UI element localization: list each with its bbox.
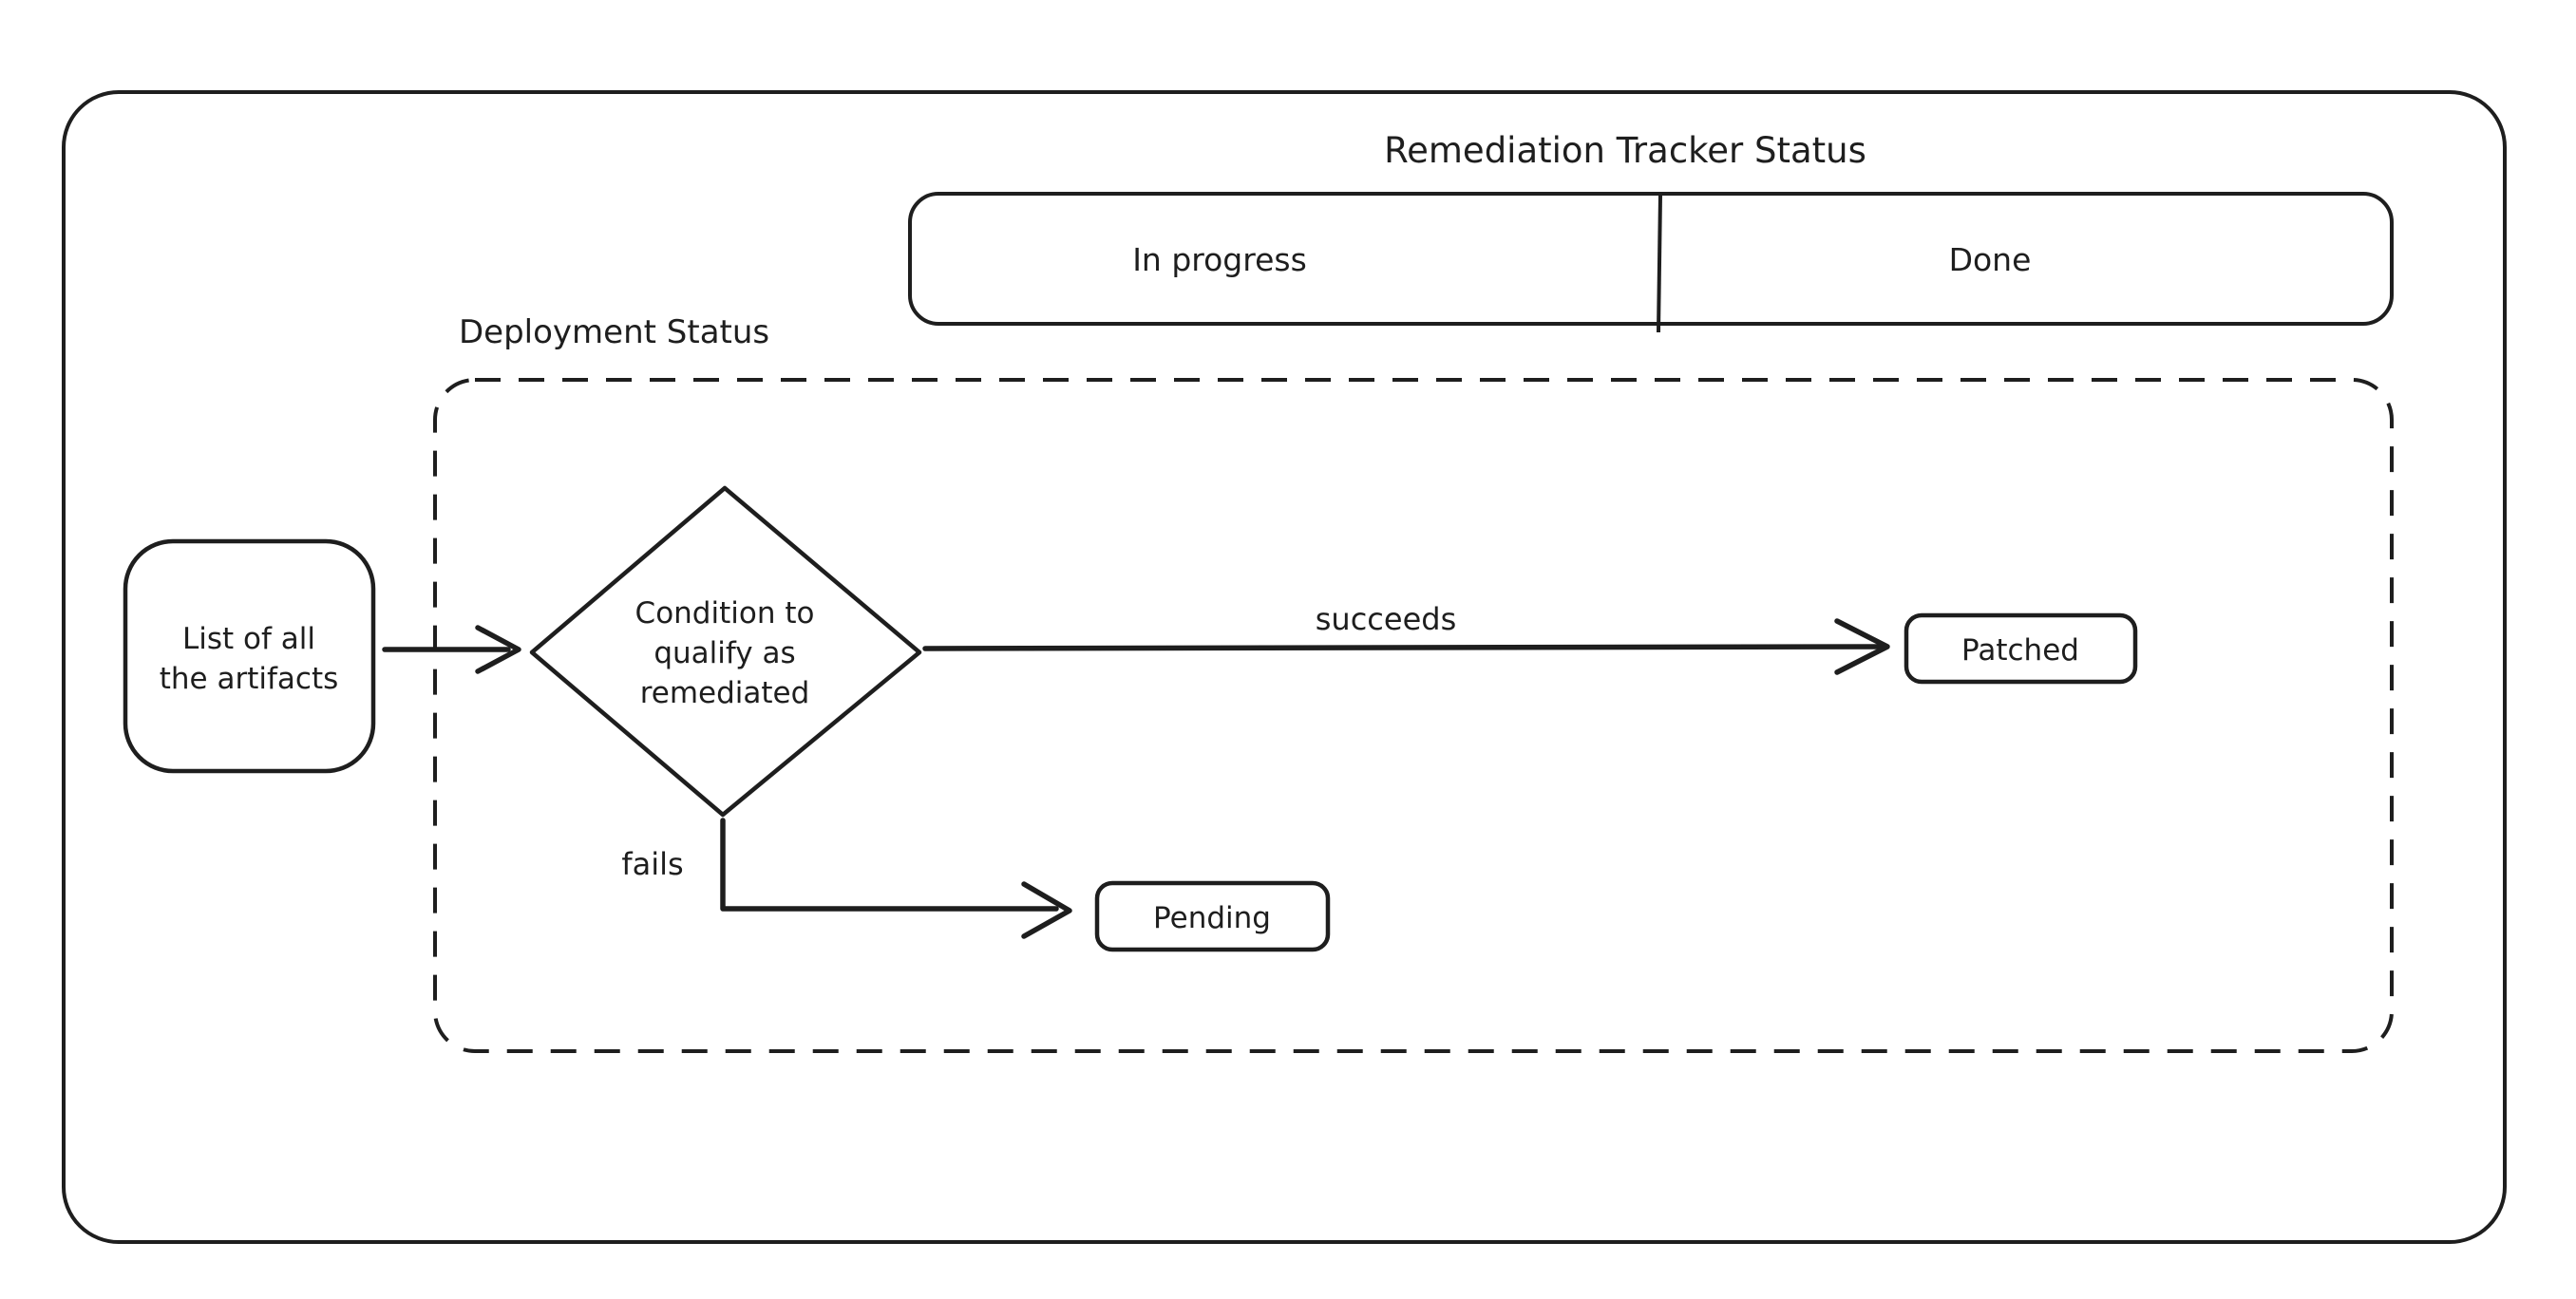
succeeds-arrow <box>922 618 1890 675</box>
condition-label-line1: Condition to <box>635 596 815 631</box>
deployment-status-group-box <box>433 378 2394 1053</box>
deployment-status-label: Deployment Status <box>459 313 769 351</box>
artifacts-node-label-line2: the artifacts <box>160 662 339 696</box>
patched-node: Patched <box>1904 612 2138 685</box>
condition-label-line3: remediated <box>640 676 810 710</box>
fails-arrow <box>720 818 1072 939</box>
arrow-head-icon <box>1834 618 1890 675</box>
condition-node: Condition to qualify as remediated <box>529 485 922 818</box>
tracker-cell-in-progress-label: In progress <box>1132 241 1307 278</box>
artifacts-node: List of all the artifacts <box>123 538 376 774</box>
artifacts-node-label-line1: List of all <box>182 622 315 656</box>
arrow-head-icon <box>475 625 521 674</box>
outer-frame <box>62 90 2507 1244</box>
succeeds-label: succeeds <box>1316 601 1457 637</box>
patched-node-label: Patched <box>1961 633 2079 668</box>
arrow-shaft <box>720 818 1059 912</box>
tracker-bar-divider <box>1657 195 1662 333</box>
patched-node-box <box>1904 612 2138 685</box>
fails-label: fails <box>621 846 683 882</box>
tracker-cell-done-label: Done <box>1949 241 2032 278</box>
condition-diamond <box>529 485 922 818</box>
arrow-head-icon <box>1021 881 1072 939</box>
arrow-shaft <box>922 644 1885 651</box>
tracker-bar-box <box>908 192 2394 326</box>
pending-node-box <box>1094 880 1331 952</box>
artifacts-to-condition-arrow <box>382 625 521 674</box>
pending-node-label: Pending <box>1153 901 1271 935</box>
artifacts-node-box <box>123 538 376 774</box>
condition-label-line2: qualify as <box>653 636 795 670</box>
tracker-status-bar: In progress Done <box>908 192 2394 333</box>
tracker-title: Remediation Tracker Status <box>1384 130 1866 171</box>
pending-node: Pending <box>1094 880 1331 952</box>
